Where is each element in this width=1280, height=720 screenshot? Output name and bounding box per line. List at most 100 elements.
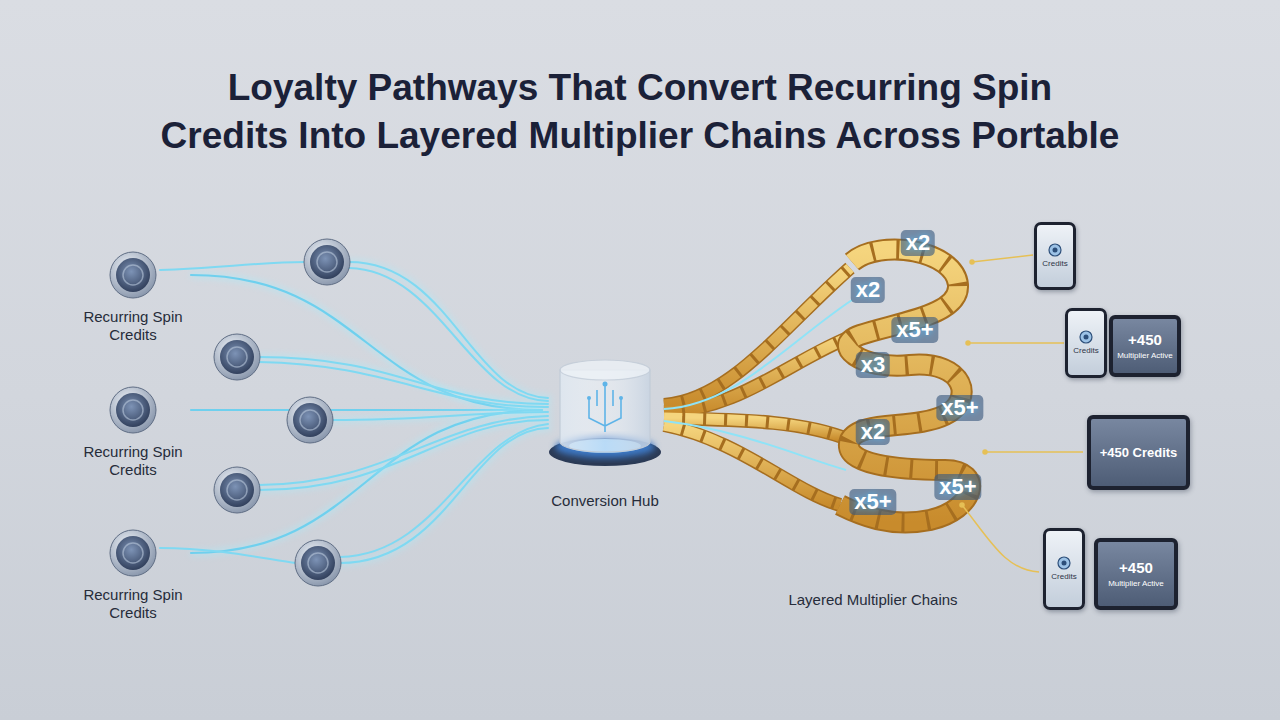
stream-line [349, 268, 548, 401]
coin-icon [108, 385, 158, 435]
coin-ring [317, 252, 337, 272]
multiplier-badge: x5+ [936, 395, 983, 421]
coin-face [301, 546, 335, 580]
hub-circuit-dot [619, 396, 623, 400]
device-text: Multiplier Active [1117, 351, 1173, 361]
hub-glass [560, 370, 650, 452]
diagram-title: Loyalty Pathways That Convert Recurring … [50, 64, 1230, 160]
leader-line [962, 505, 1039, 572]
credit-flow-connector [191, 410, 542, 553]
gold-stream-edge [664, 268, 855, 505]
device-text: Multiplier Active [1108, 579, 1164, 589]
coin-ring [227, 480, 247, 500]
coin-icon [295, 540, 341, 586]
stream-glow [340, 428, 548, 563]
coin-rim [304, 239, 350, 285]
light-stream [664, 300, 852, 409]
credit-flow-connector [191, 410, 542, 411]
coin-face [116, 536, 150, 570]
coin-ring [123, 265, 143, 285]
tablet-device: +450Multiplier Active [1109, 315, 1181, 377]
multiplier-badge: x2 [851, 277, 885, 303]
gold-stream [664, 335, 855, 412]
coin-face [116, 258, 150, 292]
device-text: Credits [1073, 346, 1098, 356]
device-text: +450 [1119, 559, 1153, 577]
hub-circuit-dot [587, 396, 591, 400]
device-icon-ring [1049, 244, 1061, 256]
coin-ring [308, 553, 328, 573]
stream-line [160, 548, 296, 563]
multiplier-badge: x5+ [891, 317, 938, 343]
tablet-device: +450Multiplier Active [1094, 538, 1178, 610]
connector-line [191, 410, 542, 553]
coin-ring [123, 400, 143, 420]
coin-face [293, 403, 327, 437]
coin-face [310, 245, 344, 279]
node-label: Conversion Hub [551, 492, 659, 510]
hub-top [560, 360, 650, 380]
coin-rim [110, 252, 156, 298]
device-icon [1057, 556, 1071, 570]
multiplier-badge: x3 [856, 352, 890, 378]
multiplier-badge: x2 [901, 230, 935, 256]
credit-coin-node: Recurring Spin Credits [75, 385, 191, 479]
hub-circuit [589, 384, 621, 432]
conversion-hub: Conversion Hub [542, 350, 668, 510]
node-label: Recurring Spin Credits [78, 308, 188, 344]
coin-rim [295, 540, 341, 586]
multiplier-badge: x5+ [934, 474, 981, 500]
gold-stream-edge [664, 425, 840, 505]
coin-rim [110, 530, 156, 576]
gold-stream [664, 425, 840, 505]
device-text: Credits [1051, 572, 1076, 582]
coin-icon [108, 250, 158, 300]
coin-icon [108, 528, 158, 578]
coin-face [220, 473, 254, 507]
phone-device: Credits [1034, 222, 1076, 290]
device-text: +450 [1128, 331, 1162, 349]
multiplier-badge: x2 [856, 419, 890, 445]
hub-circuit-dot [603, 382, 608, 387]
gold-streams [664, 268, 855, 505]
coin-rim [287, 397, 333, 443]
coin-rim [214, 334, 260, 380]
coin-icon [214, 334, 260, 380]
connector-line [191, 275, 542, 410]
light-stream [664, 421, 846, 470]
device-icon [1048, 243, 1062, 257]
device-icon-ring [1058, 557, 1070, 569]
credit-flow-connector [191, 275, 542, 410]
node-label: Recurring Spin Credits [78, 586, 188, 622]
tablet-device: +450 Credits [1087, 415, 1190, 490]
leader-line [968, 342, 1064, 344]
leader-line [972, 255, 1033, 262]
coin-icon [214, 467, 260, 513]
phone-device: Credits [1065, 308, 1107, 378]
phone-device: Credits [1043, 528, 1085, 610]
connector-glow [191, 275, 542, 410]
credit-streams [160, 262, 548, 563]
coin-face [116, 393, 150, 427]
coin-ring [300, 410, 320, 430]
credit-coin-node: Recurring Spin Credits [75, 250, 191, 344]
stream-glow [259, 262, 548, 563]
gold-stream [664, 268, 855, 505]
coin-rim [110, 387, 156, 433]
leader-line [985, 451, 1083, 453]
device-icon-ring [1080, 331, 1092, 343]
coin-icon [287, 397, 333, 443]
node-label: Recurring Spin Credits [78, 443, 188, 479]
device-icon-core [1062, 561, 1067, 566]
device-text: Credits [1042, 259, 1067, 269]
device-icon [1079, 330, 1093, 344]
hub-cylinder [545, 350, 665, 470]
chain-caption: Layered Multiplier Chains [788, 591, 957, 609]
device-icon-core [1053, 248, 1058, 253]
leader-dot [966, 341, 970, 345]
stream-line [160, 262, 305, 270]
stream-line [340, 424, 548, 557]
device-icon-core [1084, 335, 1089, 340]
coin-face [220, 340, 254, 374]
